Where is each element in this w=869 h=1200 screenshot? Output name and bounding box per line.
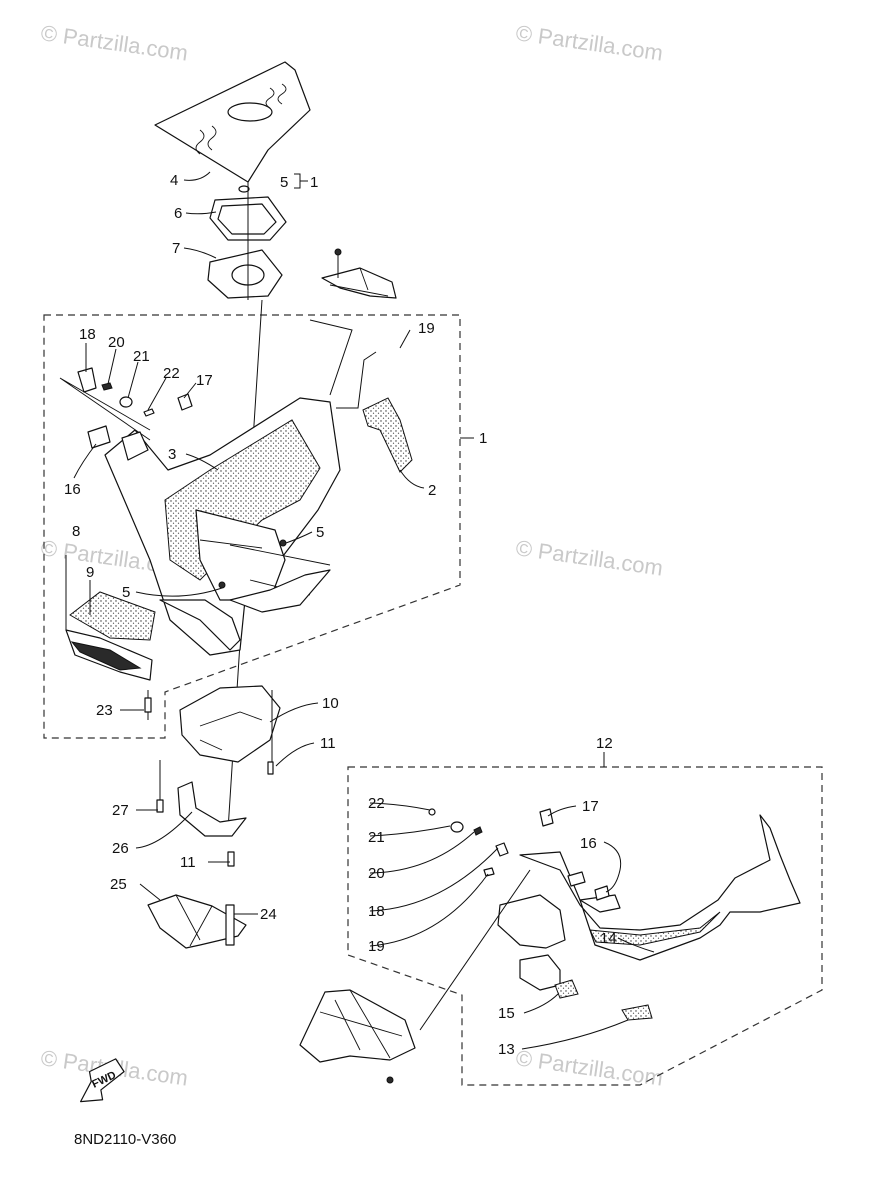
callout-25: 25 xyxy=(110,876,127,893)
callout-8: 8 xyxy=(72,523,80,540)
callout-12: 12 xyxy=(596,735,613,752)
right-fastener-cluster xyxy=(428,808,610,901)
part-26-bracket xyxy=(177,781,247,837)
part-4-top-cover xyxy=(154,61,311,183)
callout-20-left: 20 xyxy=(108,334,125,351)
leader-line xyxy=(159,690,273,800)
leader-line xyxy=(419,869,531,1031)
callout-20-right: 20 xyxy=(368,865,385,882)
callout-18-right: 18 xyxy=(368,903,385,920)
part-25-cover xyxy=(147,894,247,949)
callout-15: 15 xyxy=(498,1005,515,1022)
callout-14: 14 xyxy=(600,930,617,947)
callout-1-side: 1 xyxy=(479,430,487,447)
watermark: © Partzilla.com xyxy=(514,535,664,580)
part-12-lower-cowling xyxy=(497,814,801,1021)
callout-7: 7 xyxy=(172,240,180,257)
frame-bracket-detail xyxy=(321,248,397,299)
part-11b-bolt xyxy=(227,851,235,867)
frame-lower-detail xyxy=(299,989,416,1084)
callout-10: 10 xyxy=(322,695,339,712)
callout-18-left: 18 xyxy=(79,326,96,343)
callout-26: 26 xyxy=(112,840,129,857)
callout-3: 3 xyxy=(168,446,176,463)
callout-4: 4 xyxy=(170,172,178,189)
drawing-code: 8ND2110-V360 xyxy=(74,1131,176,1148)
callout-5-right: 5 xyxy=(316,524,324,541)
part-24-bolt xyxy=(225,904,235,946)
callout-16-left: 16 xyxy=(64,481,81,498)
callout-21-left: 21 xyxy=(133,348,150,365)
part-3-front-panel xyxy=(104,397,341,656)
part-5-washer xyxy=(238,185,250,193)
part-2-pad xyxy=(362,397,413,473)
leader-line xyxy=(309,255,377,409)
watermark: © Partzilla.com xyxy=(514,20,664,65)
part-7-plate xyxy=(207,249,283,299)
callout-23: 23 xyxy=(96,702,113,719)
callout-17-right: 17 xyxy=(582,798,599,815)
callout-21-right: 21 xyxy=(368,829,385,846)
watermark: © Partzilla.com xyxy=(39,20,189,65)
part-23-bolt xyxy=(144,697,152,713)
part-11-bolt xyxy=(267,761,274,775)
callout-leaders xyxy=(73,171,655,1050)
part-13-pad xyxy=(621,1004,653,1021)
callout-9: 9 xyxy=(86,564,94,581)
watermark: © Partzilla.com xyxy=(514,1045,664,1090)
part-8-side-fairing xyxy=(65,591,156,681)
callout-11-b: 11 xyxy=(180,854,196,871)
callout-19-left: 19 xyxy=(418,320,435,337)
callout-2: 2 xyxy=(428,482,436,499)
part-10-bracket xyxy=(179,685,281,763)
callout-5-center: 5 xyxy=(122,584,130,601)
callout-13: 13 xyxy=(498,1041,515,1058)
callout-24: 24 xyxy=(260,906,277,923)
part-27-bolt xyxy=(156,799,164,813)
callout-22-left: 22 xyxy=(163,365,180,382)
callout-27: 27 xyxy=(112,802,129,819)
callout-5-top: 5 xyxy=(280,174,288,191)
callout-6: 6 xyxy=(174,205,182,222)
callout-11-a: 11 xyxy=(320,735,336,752)
left-fastener-cluster xyxy=(59,367,193,461)
callout-22-right: 22 xyxy=(368,795,385,812)
part-15-pad xyxy=(554,979,579,999)
callout-1-top: 1 xyxy=(310,174,318,191)
callout-19-right: 19 xyxy=(368,938,385,955)
assembly-box-1 xyxy=(43,314,461,739)
callout-17-left: 17 xyxy=(196,372,213,389)
callout-16-right: 16 xyxy=(580,835,597,852)
